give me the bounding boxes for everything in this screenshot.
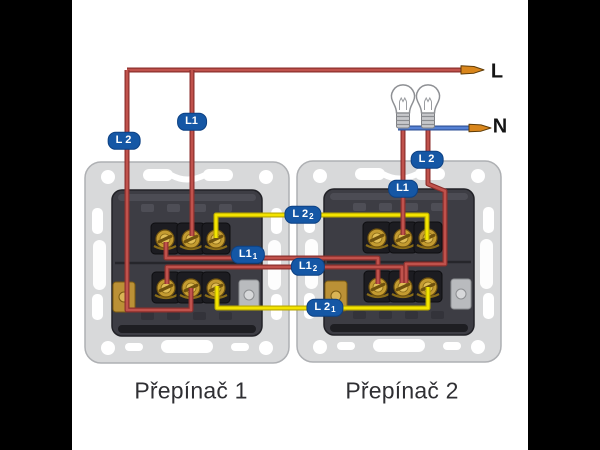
wire-feed-l2 bbox=[124, 70, 194, 313]
line-wire-tip bbox=[460, 65, 485, 75]
line-label: L bbox=[490, 60, 504, 83]
left-letterbox bbox=[0, 0, 72, 450]
wire-tag-l1-feed: L1 bbox=[177, 112, 207, 132]
wire-traveler-l1-2 bbox=[164, 264, 405, 284]
light-bulb-icon bbox=[390, 84, 416, 129]
wire-tag-l2-1: L 21 bbox=[306, 298, 344, 318]
wire-traveler-l2-2 bbox=[213, 212, 430, 240]
wire-tag-l2-2: L 22 bbox=[284, 205, 322, 225]
wire-tag-l2-feed: L 2 bbox=[107, 131, 141, 151]
switch1-caption: Přepínač 1 bbox=[134, 377, 248, 404]
neutral-label: N bbox=[492, 115, 508, 138]
wire-tag-l1-2: L12 bbox=[290, 257, 326, 277]
neutral-wire-tip bbox=[468, 123, 492, 133]
right-letterbox bbox=[528, 0, 600, 450]
wire-tag-l2-lamp: L 2 bbox=[410, 150, 444, 170]
wire-lamp-l2 bbox=[403, 120, 448, 283]
wire-traveler-l1-1 bbox=[163, 242, 381, 284]
wire-tag-l1-lamp: L1 bbox=[388, 179, 418, 199]
switch2-caption: Přepínač 2 bbox=[345, 377, 459, 404]
light-bulb-icon bbox=[415, 84, 441, 129]
wire-tag-l1-1: L11 bbox=[230, 245, 266, 265]
